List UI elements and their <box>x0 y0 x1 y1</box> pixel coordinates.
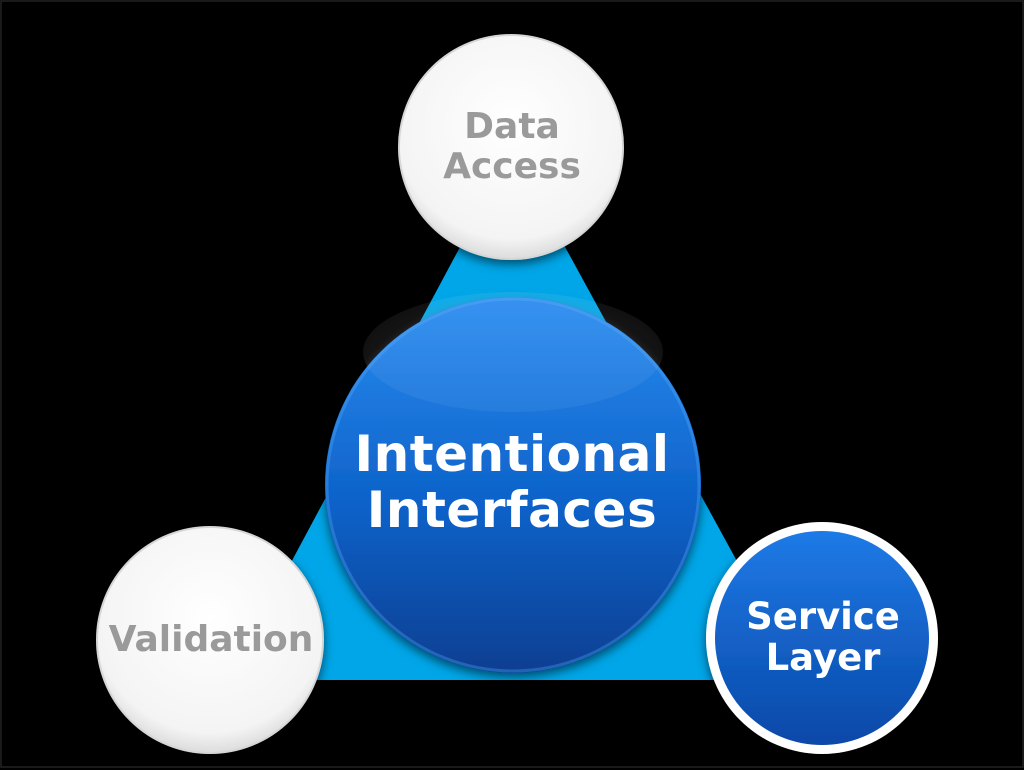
service-layer-node <box>706 522 938 754</box>
data-access-node <box>398 34 624 260</box>
center-circle <box>325 292 701 673</box>
service-layer-label-line-2: Layer <box>765 636 881 679</box>
validation-label: Validation <box>98 602 324 678</box>
service-layer-label-line-1: Service <box>746 594 900 638</box>
validation-label-line-1: Validation <box>108 618 314 660</box>
validation-node <box>96 526 324 754</box>
center-label-line-1: Intentional <box>354 425 670 483</box>
service-layer-label: Service Layer <box>720 577 926 697</box>
data-access-label: Data Access <box>412 92 612 202</box>
data-access-label-line-1: Data <box>464 105 560 147</box>
data-access-label-line-2: Access <box>443 146 581 187</box>
center-label-line-2: Interfaces <box>366 481 658 539</box>
center-label: Intentional Interfaces <box>322 402 702 562</box>
